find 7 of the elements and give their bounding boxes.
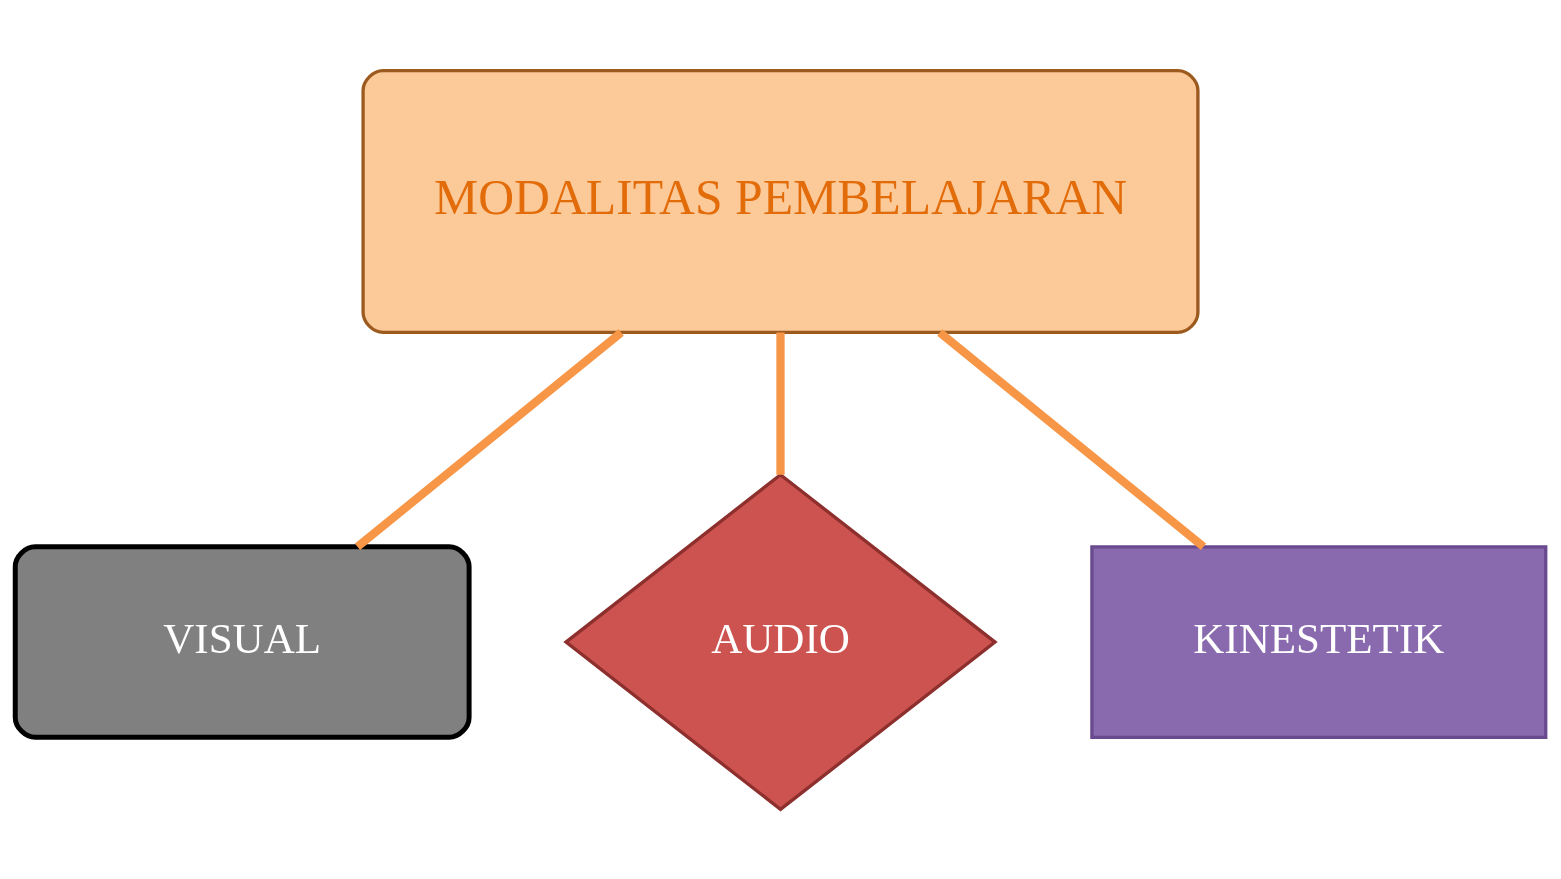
node-box: VISUAL [12, 543, 472, 740]
node-box: MODALITAS PEMBELAJARAN [361, 68, 1200, 334]
connector [354, 328, 624, 550]
node-diamond: AUDIO [563, 472, 998, 811]
connector [776, 332, 785, 475]
node-box: KINESTETIK [1090, 544, 1548, 739]
connector [937, 328, 1207, 550]
